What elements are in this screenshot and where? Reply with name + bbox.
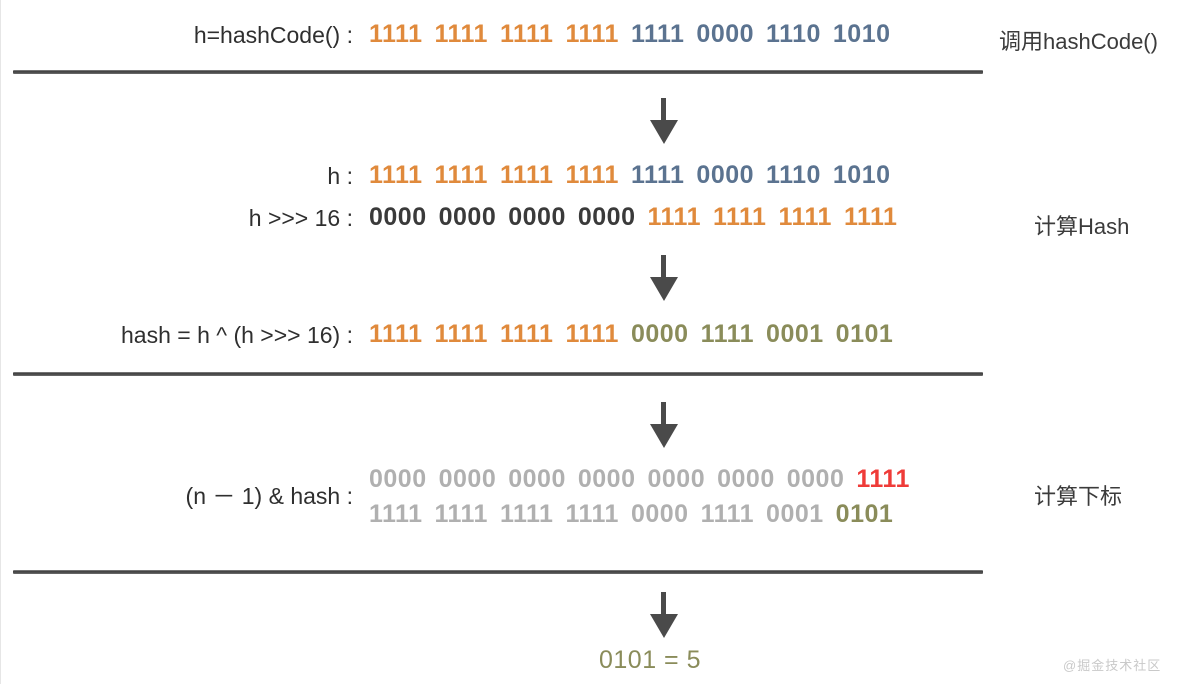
arrow-stem bbox=[661, 402, 666, 428]
bit-group: 1110 bbox=[766, 20, 821, 48]
bits-row-hashcode: 1111 1111 1111 1111 1111 0000 1110 1010 bbox=[369, 20, 891, 49]
bits-row-hash-xor: 1111 1111 1111 1111 0000 1111 0001 0101 bbox=[369, 320, 893, 349]
stage-label-call-hashcode: 调用hashCode() bbox=[999, 29, 1158, 54]
bit-group: 1111 bbox=[369, 20, 423, 48]
bit-group: 1111 bbox=[700, 320, 755, 348]
row-label-h-shift-16: h >>> 16 : bbox=[248, 205, 353, 231]
arrow-stem bbox=[661, 98, 666, 124]
bit-group: 0101 bbox=[835, 320, 894, 348]
bits-row-hash-value: 1111 1111 1111 1111 0000 1111 0001 0101 bbox=[369, 500, 893, 529]
bit-group: 0001 bbox=[766, 320, 824, 348]
bit-group: 1111 bbox=[647, 203, 701, 231]
bit-group: 1111 bbox=[434, 500, 488, 528]
arrow-head bbox=[650, 277, 678, 301]
bit-group: 0000 bbox=[438, 203, 497, 231]
bits-row-h-shift-16: 0000 0000 0000 0000 1111 1111 1111 1111 bbox=[369, 203, 897, 232]
bit-group: 0101 bbox=[835, 500, 894, 528]
bit-group: 1111 bbox=[778, 203, 832, 231]
bit-group: 1111 bbox=[565, 20, 619, 48]
bit-group: 1111 bbox=[856, 465, 910, 493]
stage-label-compute-index: 计算下标 bbox=[1034, 484, 1123, 509]
bit-group: 0000 bbox=[577, 203, 636, 231]
stage-label-compute-hash: 计算Hash bbox=[1034, 214, 1130, 239]
bit-group: 0000 bbox=[696, 161, 755, 189]
arrow-stem bbox=[661, 592, 666, 618]
bit-group: 1111 bbox=[700, 500, 755, 528]
bit-group: 0000 bbox=[647, 465, 706, 493]
arrow-down-3 bbox=[644, 402, 684, 448]
bit-group: 0000 bbox=[369, 465, 427, 493]
bit-group: 1111 bbox=[369, 161, 423, 189]
bit-group: 0000 bbox=[577, 465, 636, 493]
arrow-head bbox=[650, 120, 678, 144]
bit-group: 0000 bbox=[630, 500, 689, 528]
arrow-down-2 bbox=[644, 255, 684, 301]
divider-1 bbox=[13, 70, 983, 74]
bit-group: 0000 bbox=[696, 20, 755, 48]
arrow-head bbox=[650, 424, 678, 448]
row-label-h: h : bbox=[327, 163, 353, 189]
bit-group: 1111 bbox=[434, 20, 488, 48]
divider-3 bbox=[13, 570, 983, 574]
bit-group: 1111 bbox=[630, 20, 685, 48]
bits-row-mask: 0000 0000 0000 0000 0000 0000 0000 1111 bbox=[369, 465, 910, 494]
bit-group: 0000 bbox=[369, 203, 427, 231]
divider-2 bbox=[13, 372, 983, 376]
bits-row-h: 1111 1111 1111 1111 1111 0000 1110 1010 bbox=[369, 161, 891, 190]
bit-group: 0001 bbox=[766, 500, 824, 528]
result-value: 0101 = 5 bbox=[599, 646, 702, 674]
arrow-down-4 bbox=[644, 592, 684, 638]
bit-group: 1111 bbox=[434, 161, 488, 189]
arrow-head bbox=[650, 614, 678, 638]
row-label-hashcode: h=hashCode() : bbox=[193, 22, 353, 48]
bit-group: 0000 bbox=[630, 320, 689, 348]
bit-group: 1111 bbox=[565, 320, 619, 348]
bit-group: 0000 bbox=[438, 465, 497, 493]
arrow-stem bbox=[661, 255, 666, 281]
bit-group: 0000 bbox=[717, 465, 775, 493]
bit-group: 1111 bbox=[499, 161, 554, 189]
bit-group: 1111 bbox=[369, 320, 423, 348]
bit-group: 1010 bbox=[832, 20, 891, 48]
watermark: @掘金技术社区 bbox=[1063, 658, 1162, 673]
bit-group: 1010 bbox=[832, 161, 891, 189]
bit-group: 1111 bbox=[434, 320, 488, 348]
bit-group: 1111 bbox=[630, 161, 685, 189]
bit-group: 1111 bbox=[499, 20, 554, 48]
bit-group: 1111 bbox=[843, 203, 898, 231]
bit-group: 1111 bbox=[565, 500, 619, 528]
bit-group: 1110 bbox=[766, 161, 821, 189]
bit-group: 0000 bbox=[508, 203, 566, 231]
bit-group: 1111 bbox=[565, 161, 619, 189]
bit-group: 1111 bbox=[369, 500, 423, 528]
row-label-hash-xor: hash = h ^ (h >>> 16) : bbox=[121, 322, 353, 348]
row-label-n-minus-1-and-hash: (n － 1) & hash : bbox=[185, 483, 353, 509]
bit-group: 1111 bbox=[499, 320, 554, 348]
bit-group: 0000 bbox=[786, 465, 845, 493]
bit-group: 0000 bbox=[508, 465, 566, 493]
arrow-down-1 bbox=[644, 98, 684, 144]
bit-group: 1111 bbox=[499, 500, 554, 528]
bit-group: 1111 bbox=[712, 203, 767, 231]
